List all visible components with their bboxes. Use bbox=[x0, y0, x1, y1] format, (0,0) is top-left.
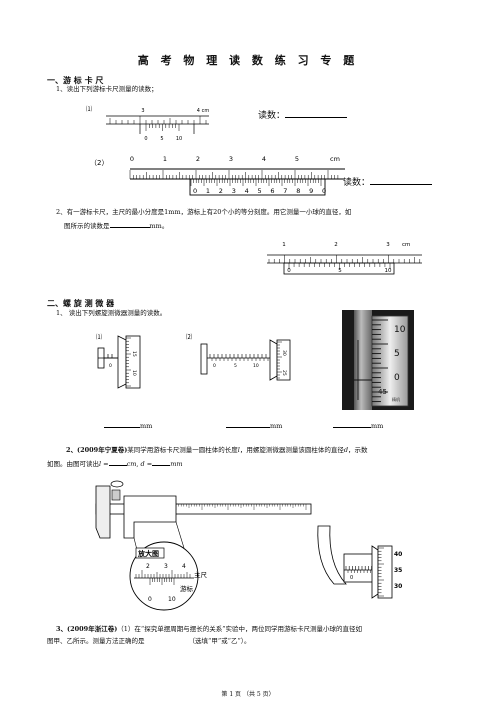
answer-blank-2[interactable]: mm bbox=[226, 419, 282, 430]
zoom-scale-3: 3 bbox=[164, 563, 168, 570]
q2-main-unit: cm bbox=[402, 242, 410, 248]
section2-q2-line2: 如图。由图可读出l =cm, d =mm bbox=[47, 457, 183, 470]
fig1-label-15: 15 bbox=[131, 351, 137, 357]
sub2-main-label: 1 bbox=[163, 155, 167, 163]
photo-label-5: 5 bbox=[394, 349, 400, 359]
micro-zero: 0 bbox=[350, 575, 353, 581]
sub1-vernier-label: 0 bbox=[144, 136, 147, 142]
micrometer-illustration: 0 40 35 30 bbox=[317, 525, 402, 599]
reading-label-1: 读数： bbox=[258, 108, 348, 121]
sub2-vernier-label: 9 bbox=[309, 187, 313, 195]
q2-main-label: 3 bbox=[386, 242, 390, 248]
page-title: 高 考 物 理 读 数 练 习 专 题 bbox=[137, 54, 359, 67]
sub2-vernier-label: 0 bbox=[322, 187, 326, 195]
sub2-vernier-label: 7 bbox=[283, 187, 287, 195]
q2-vernier-label: 5 bbox=[338, 268, 342, 274]
caliper-illustration: 放大图 2 3 4 主尺 游标 0 10 bbox=[95, 480, 312, 611]
micro-label-30: 30 bbox=[394, 583, 402, 590]
sub2-vernier-label: 5 bbox=[258, 187, 262, 195]
section2-q1-intro: 1、 读出下列螺旋测微器测量的读数。 bbox=[56, 309, 167, 317]
answer-blank-1[interactable]: mm bbox=[104, 419, 152, 430]
section2-q3-line1: 3、(2009年浙江卷)（1）在“探究单摆周期与摆长的关系”实验中，两位同学用游… bbox=[56, 625, 363, 633]
q2-main-label: 1 bbox=[282, 242, 286, 248]
zoom-scale-10: 10 bbox=[168, 596, 176, 603]
zoom-scale-0: 0 bbox=[148, 596, 152, 603]
sub2-vernier-label: 2 bbox=[219, 187, 223, 195]
fig2-label-10: 10 bbox=[253, 363, 259, 369]
sub1-label: ⑴ bbox=[86, 105, 92, 113]
page-footer: 第 1 页 （共 5 页） bbox=[221, 691, 275, 698]
sub2-vernier-label: 8 bbox=[296, 187, 300, 195]
fig2-label-30: 30 bbox=[281, 350, 287, 356]
section1-q2-line1: 2、有一游标卡尺，主尺的最小分度是1mm，游标上有20个小的等分刻度。用它测量一… bbox=[56, 208, 352, 216]
fig2-label-5: 5 bbox=[234, 363, 237, 369]
section1-q1-intro: 1、读出下列游标卡尺测量的读数； bbox=[56, 85, 158, 93]
fig1-zero: 0 bbox=[109, 363, 112, 369]
section2-q2-line1: 2、(2009年宁夏卷)某同学用游标卡尺测量一圆柱体的长度l，用螺旋测微器测量该… bbox=[66, 446, 368, 454]
zoom-scale-4: 4 bbox=[182, 563, 186, 570]
sub2-main-label: 5 bbox=[295, 155, 299, 163]
photo-label-0: 0 bbox=[394, 373, 400, 383]
micro-label-35: 35 bbox=[394, 567, 402, 574]
sub2-vernier-label: 6 bbox=[270, 187, 274, 195]
section2-q3-line2: 图甲、乙所示。测量方法正确的是（选填“甲”或“乙”）。 bbox=[47, 637, 251, 645]
zoom-vernier-label: 游标 bbox=[180, 584, 194, 593]
fig1-label-10: 10 bbox=[131, 370, 137, 376]
q2-main-label: 2 bbox=[334, 242, 338, 248]
answer-blank-3[interactable]: mm bbox=[333, 419, 383, 430]
sub1-main-label: 4 cm bbox=[197, 108, 210, 114]
sub2-main-label: cm bbox=[330, 155, 340, 163]
sub1-vernier-label: 5 bbox=[160, 136, 163, 142]
fig2-label-0: 0 bbox=[213, 363, 216, 369]
micrometer-photo: 10 5 0 45 精机 bbox=[342, 310, 414, 410]
micro-label-40: 40 bbox=[394, 551, 402, 558]
sub2-main-label: 3 bbox=[229, 155, 233, 163]
sub2-label: （2） bbox=[90, 159, 108, 167]
vernier-figure-3: 1 2 3 cm 0 5 10 bbox=[267, 242, 422, 275]
q2-vernier-label: 0 bbox=[287, 268, 291, 274]
photo-label-10: 10 bbox=[394, 325, 406, 335]
sub2-vernier-label: 0 bbox=[193, 187, 197, 195]
sub2-vernier-label: 1 bbox=[206, 187, 210, 195]
sub2-main-label: 2 bbox=[196, 155, 200, 163]
sub2-main-label: 4 bbox=[262, 155, 266, 163]
sub2-vernier-label: 3 bbox=[232, 187, 236, 195]
photo-brand: 精机 bbox=[392, 396, 400, 402]
sub1-main-label: 3 bbox=[141, 108, 144, 114]
section1-heading: 一、游 标 卡 尺 bbox=[47, 75, 104, 85]
micrometer-figure-1: ⑴ 0 15 10 bbox=[96, 333, 141, 389]
fig2-label: ⑵ bbox=[186, 333, 192, 341]
section2-heading: 二、螺 旋 测 微 器 bbox=[47, 298, 115, 308]
photo-label-45: 45 bbox=[378, 388, 387, 396]
vernier-figure-1: ⑴ 3 4 cm 0 5 10 bbox=[86, 105, 210, 142]
micrometer-figure-2: ⑵ 0 5 10 30 25 bbox=[186, 333, 291, 381]
reading-label-2: 读数： bbox=[343, 175, 433, 188]
zoom-title: 放大图 bbox=[137, 549, 159, 558]
q2-vernier-label: 10 bbox=[385, 268, 392, 274]
zoom-scale-2: 2 bbox=[146, 563, 150, 570]
fig1-label: ⑴ bbox=[96, 333, 102, 341]
fig2-label-25: 25 bbox=[281, 370, 287, 376]
sub1-vernier-label: 10 bbox=[176, 136, 182, 142]
zoom-main-label: 主尺 bbox=[194, 570, 208, 579]
sub2-main-label: 0 bbox=[130, 155, 134, 163]
sub2-vernier-label: 4 bbox=[245, 187, 249, 195]
